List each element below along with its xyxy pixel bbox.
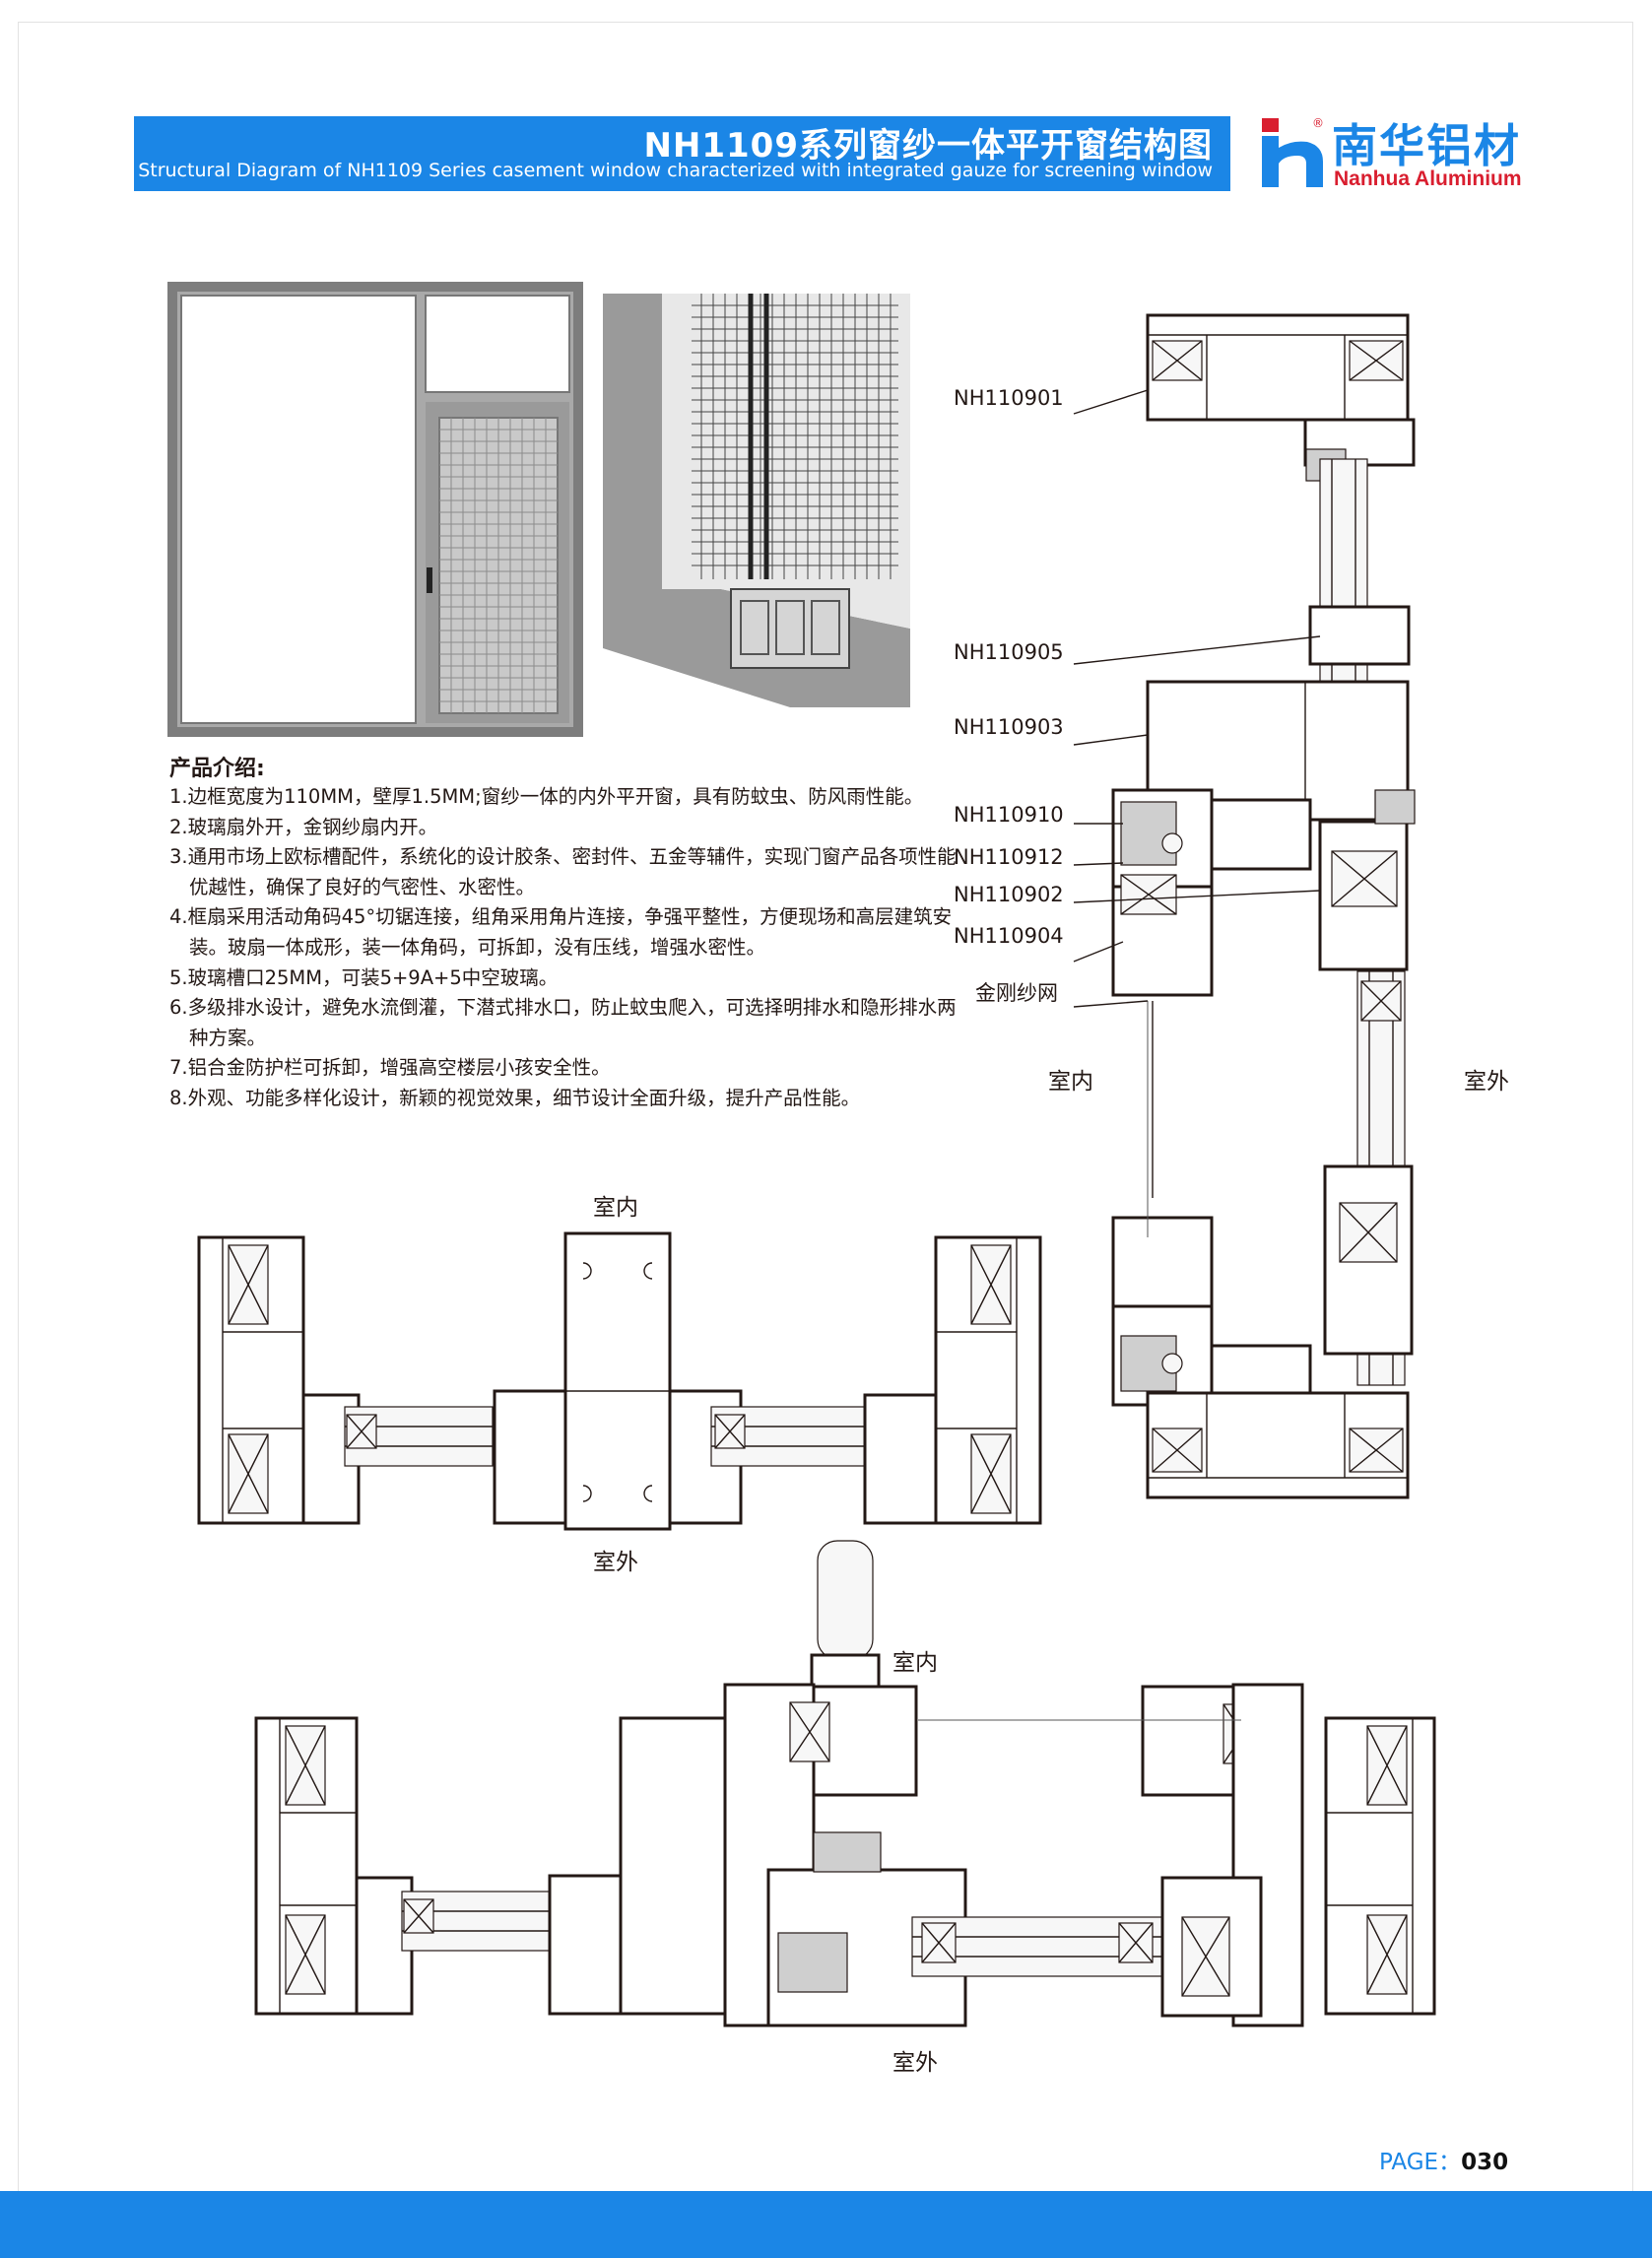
page-title: NH1109系列窗纱一体平开窗结构图 xyxy=(643,126,1213,166)
page-label: PAGE： xyxy=(1379,2150,1462,2175)
page-number: PAGE：030 xyxy=(1379,2143,1508,2176)
callout-nh110912: NH110912 xyxy=(954,845,1064,869)
title-band xyxy=(134,116,1230,191)
footer-band xyxy=(0,2191,1652,2258)
brand-name-en: Nanhua Aluminium xyxy=(1334,167,1522,190)
label-outdoor-section1: 室外 xyxy=(593,1550,638,1575)
intro-item: 6.多级排水设计，避免水流倒灌，下潜式排水口，防止蚊虫爬入，可选择明排水和隐形排… xyxy=(169,996,957,1049)
page-subtitle: Structural Diagram of NH1109 Series case… xyxy=(138,160,1213,181)
corner-section-rendering xyxy=(603,294,910,707)
callout-nh110901: NH110901 xyxy=(954,386,1064,410)
label-indoor-section1: 室内 xyxy=(593,1195,638,1221)
nanhua-logo-icon xyxy=(1262,118,1323,187)
window-elevation-drawing xyxy=(167,282,583,737)
label-indoor-vertical: 室内 xyxy=(1048,1069,1093,1095)
intro-list: 1.边框宽度为110MM，壁厚1.5MM;窗纱一体的内外平开窗，具有防蚊虫、防风… xyxy=(169,782,967,1114)
callout-nh110902: NH110902 xyxy=(954,883,1064,906)
horizontal-section-2-drawing xyxy=(254,1540,1436,2027)
intro-item: 4.框扇采用活动角码45°切锯连接，组角采用角片连接，争强平整性，方便现场和高层… xyxy=(169,905,953,959)
label-outdoor-vertical: 室外 xyxy=(1464,1069,1509,1095)
label-indoor-section2: 室内 xyxy=(892,1650,938,1676)
callout-nh110905: NH110905 xyxy=(954,640,1064,664)
intro-item: 3.通用市场上欧标槽配件，系统化的设计胶条、密封件、五金等辅件，实现门窗产品各项… xyxy=(169,845,957,898)
intro-item: 7.铝合金防护栏可拆卸，增强高空楼层小孩安全性。 xyxy=(169,1056,611,1080)
intro-item: 8.外观、功能多样化设计，新颖的视觉效果，细节设计全面升级，提升产品性能。 xyxy=(169,1086,861,1109)
intro-heading: 产品介绍: xyxy=(169,757,265,781)
vertical-section-drawing xyxy=(1073,313,1416,1499)
callout-nh110903: NH110903 xyxy=(954,715,1064,739)
horizontal-section-1-drawing xyxy=(197,1231,1042,1531)
callout-nh110910: NH110910 xyxy=(954,803,1064,827)
callout-nh110904: NH110904 xyxy=(954,924,1064,948)
label-outdoor-section2: 室外 xyxy=(892,2050,938,2076)
brand-name-cn: 南华铝材 xyxy=(1332,119,1521,172)
intro-item: 2.玻璃扇外开，金钢纱扇内开。 xyxy=(169,815,438,838)
intro-item: 1.边框宽度为110MM，壁厚1.5MM;窗纱一体的内外平开窗，具有防蚊虫、防风… xyxy=(169,785,924,808)
callout-gauze-mesh: 金刚纱网 xyxy=(975,981,1058,1005)
intro-item: 5.玻璃槽口25MM，可装5+9A+5中空玻璃。 xyxy=(169,965,559,989)
registered-mark: ® xyxy=(1312,116,1324,130)
page-number-value: 030 xyxy=(1461,2150,1509,2175)
